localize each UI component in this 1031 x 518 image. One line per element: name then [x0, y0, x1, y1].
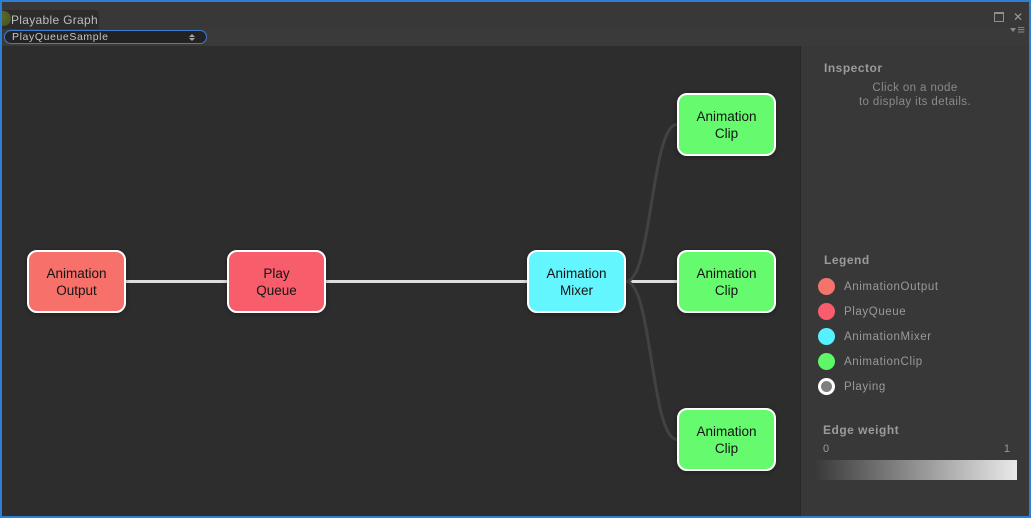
legend-label: AnimationOutput — [844, 280, 939, 293]
legend-item-animationmixer: AnimationMixer — [818, 324, 1029, 349]
titlebar: Playable Graph ✕ ≡ — [2, 2, 1029, 36]
legend-label: Playing — [844, 380, 886, 393]
edge-animation-mixer-to-animation-clip-bottom — [625, 280, 678, 441]
inspector-hint-line2: to display its details. — [858, 96, 972, 108]
legend-label: AnimationClip — [844, 355, 923, 368]
legend-dot-icon — [818, 328, 835, 345]
menu-hamburger-icon: ≡ — [1017, 22, 1025, 37]
node-animation-output[interactable]: Animation Output — [27, 250, 126, 313]
menu-triangle-icon — [1010, 28, 1017, 32]
tab-label: Playable Graph — [11, 12, 98, 27]
edge-weight-gradient — [816, 460, 1017, 480]
graph-selector-value: PlayQueueSample — [12, 31, 109, 43]
node-animation-clip-bottom[interactable]: Animation Clip — [677, 408, 776, 471]
legend-item-animationclip: AnimationClip — [818, 349, 1029, 374]
legend-item-playing: Playing — [818, 374, 1029, 399]
legend-label: AnimationMixer — [844, 330, 932, 343]
node-play-queue[interactable]: Play Queue — [227, 250, 326, 313]
sidebar: Inspector Click on a node to display its… — [800, 46, 1029, 516]
close-icon[interactable]: ✕ — [1012, 10, 1023, 24]
graph-tab-icon — [2, 11, 11, 26]
node-animation-mixer[interactable]: Animation Mixer — [527, 250, 626, 313]
legend-title: Legend — [824, 253, 870, 267]
edge-weight-max: 1 — [1003, 443, 1010, 455]
graph-selector-dropdown[interactable]: PlayQueueSample — [4, 30, 207, 44]
legend-dot-icon — [818, 278, 835, 295]
dropdown-arrows-icon — [189, 33, 195, 41]
legend-label: PlayQueue — [844, 305, 907, 318]
graph-edges — [126, 123, 678, 441]
legend-dot-icon — [818, 378, 835, 395]
graph-canvas[interactable]: Animation Output Play Queue Animation Mixe… — [2, 46, 800, 516]
legend-item-animationoutput: AnimationOutput — [818, 274, 1029, 299]
window-controls: ✕ — [993, 10, 1023, 24]
edge-animation-mixer-to-animation-clip-top — [625, 123, 678, 283]
edge-weight-scale: 0 1 — [823, 443, 1010, 455]
legend-dot-icon — [818, 353, 835, 370]
maximize-icon[interactable] — [993, 12, 1004, 22]
legend-dot-icon — [818, 303, 835, 320]
tab-playable-graph[interactable]: Playable Graph — [2, 10, 99, 29]
node-animation-clip-middle[interactable]: Animation Clip — [677, 250, 776, 313]
window-menu-icon[interactable]: ≡ — [1010, 22, 1025, 37]
inspector-hint-line1: Click on a node — [872, 82, 958, 94]
edge-weight-min: 0 — [823, 443, 830, 455]
edge-weight-title: Edge weight — [823, 423, 900, 437]
inspector-title: Inspector — [824, 61, 883, 75]
node-animation-clip-top[interactable]: Animation Clip — [677, 93, 776, 156]
toolbar: PlayQueueSample — [2, 29, 1029, 47]
inspector-hint: Click on a node to display its details. — [801, 81, 1029, 109]
legend-item-playqueue: PlayQueue — [818, 299, 1029, 324]
